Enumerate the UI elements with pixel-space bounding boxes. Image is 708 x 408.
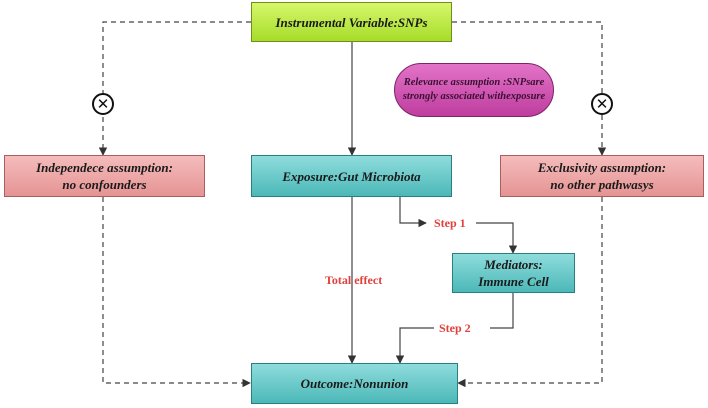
node-relevance-assumption: Relevance assumption :SNPsare strongly a…	[394, 63, 554, 117]
relevance-line-1: Relevance assumption :SNPsare	[403, 77, 545, 88]
node-exposure-label: Exposure:Gut Microbiota	[282, 168, 421, 184]
relevance-line-2: strongly associated withexposure	[402, 91, 546, 102]
independence-line-2: no confounders	[62, 177, 147, 192]
node-instrumental-variable: Instrumental Variable:SNPs	[251, 2, 452, 42]
node-mediators: Mediators: Immune Cell	[452, 253, 575, 293]
label-step2: Step 2	[439, 321, 471, 335]
edge-instrument-to-independence	[98, 21, 251, 156]
circled-x-icon: ✕	[92, 93, 114, 115]
node-exposure: Exposure:Gut Microbiota	[251, 155, 452, 197]
node-instrumental-variable-label: Instrumental Variable:SNPs	[275, 14, 428, 30]
exclusivity-line-2: no other pathwasys	[550, 177, 654, 192]
independence-line-1: Independece assumption:	[36, 160, 173, 175]
label-step1: Step 1	[434, 216, 466, 230]
node-independence-assumption: Independece assumption: no confounders	[4, 155, 205, 197]
exclusivity-line-1: Exclusivity assumption:	[537, 160, 667, 175]
node-exclusivity-assumption: Exclusivity assumption: no other pathwas…	[500, 155, 704, 197]
mediators-line-2: Immune Cell	[478, 274, 549, 289]
edge-step1-to-mediator	[476, 222, 518, 254]
edge-step1	[399, 197, 427, 228]
node-outcome-label: Outcome:Nonunion	[300, 376, 409, 391]
node-outcome: Outcome:Nonunion	[251, 363, 458, 404]
mediators-line-1: Mediators:	[484, 257, 543, 272]
label-total-effect: Total effect	[325, 273, 383, 287]
edge-exclusivity-to-outcome	[457, 197, 603, 388]
circled-x-icon: ✕	[591, 93, 613, 115]
edge-independence-to-outcome	[102, 197, 251, 388]
edge-step2-to-outcome	[395, 327, 434, 364]
edge-step2	[490, 293, 514, 329]
